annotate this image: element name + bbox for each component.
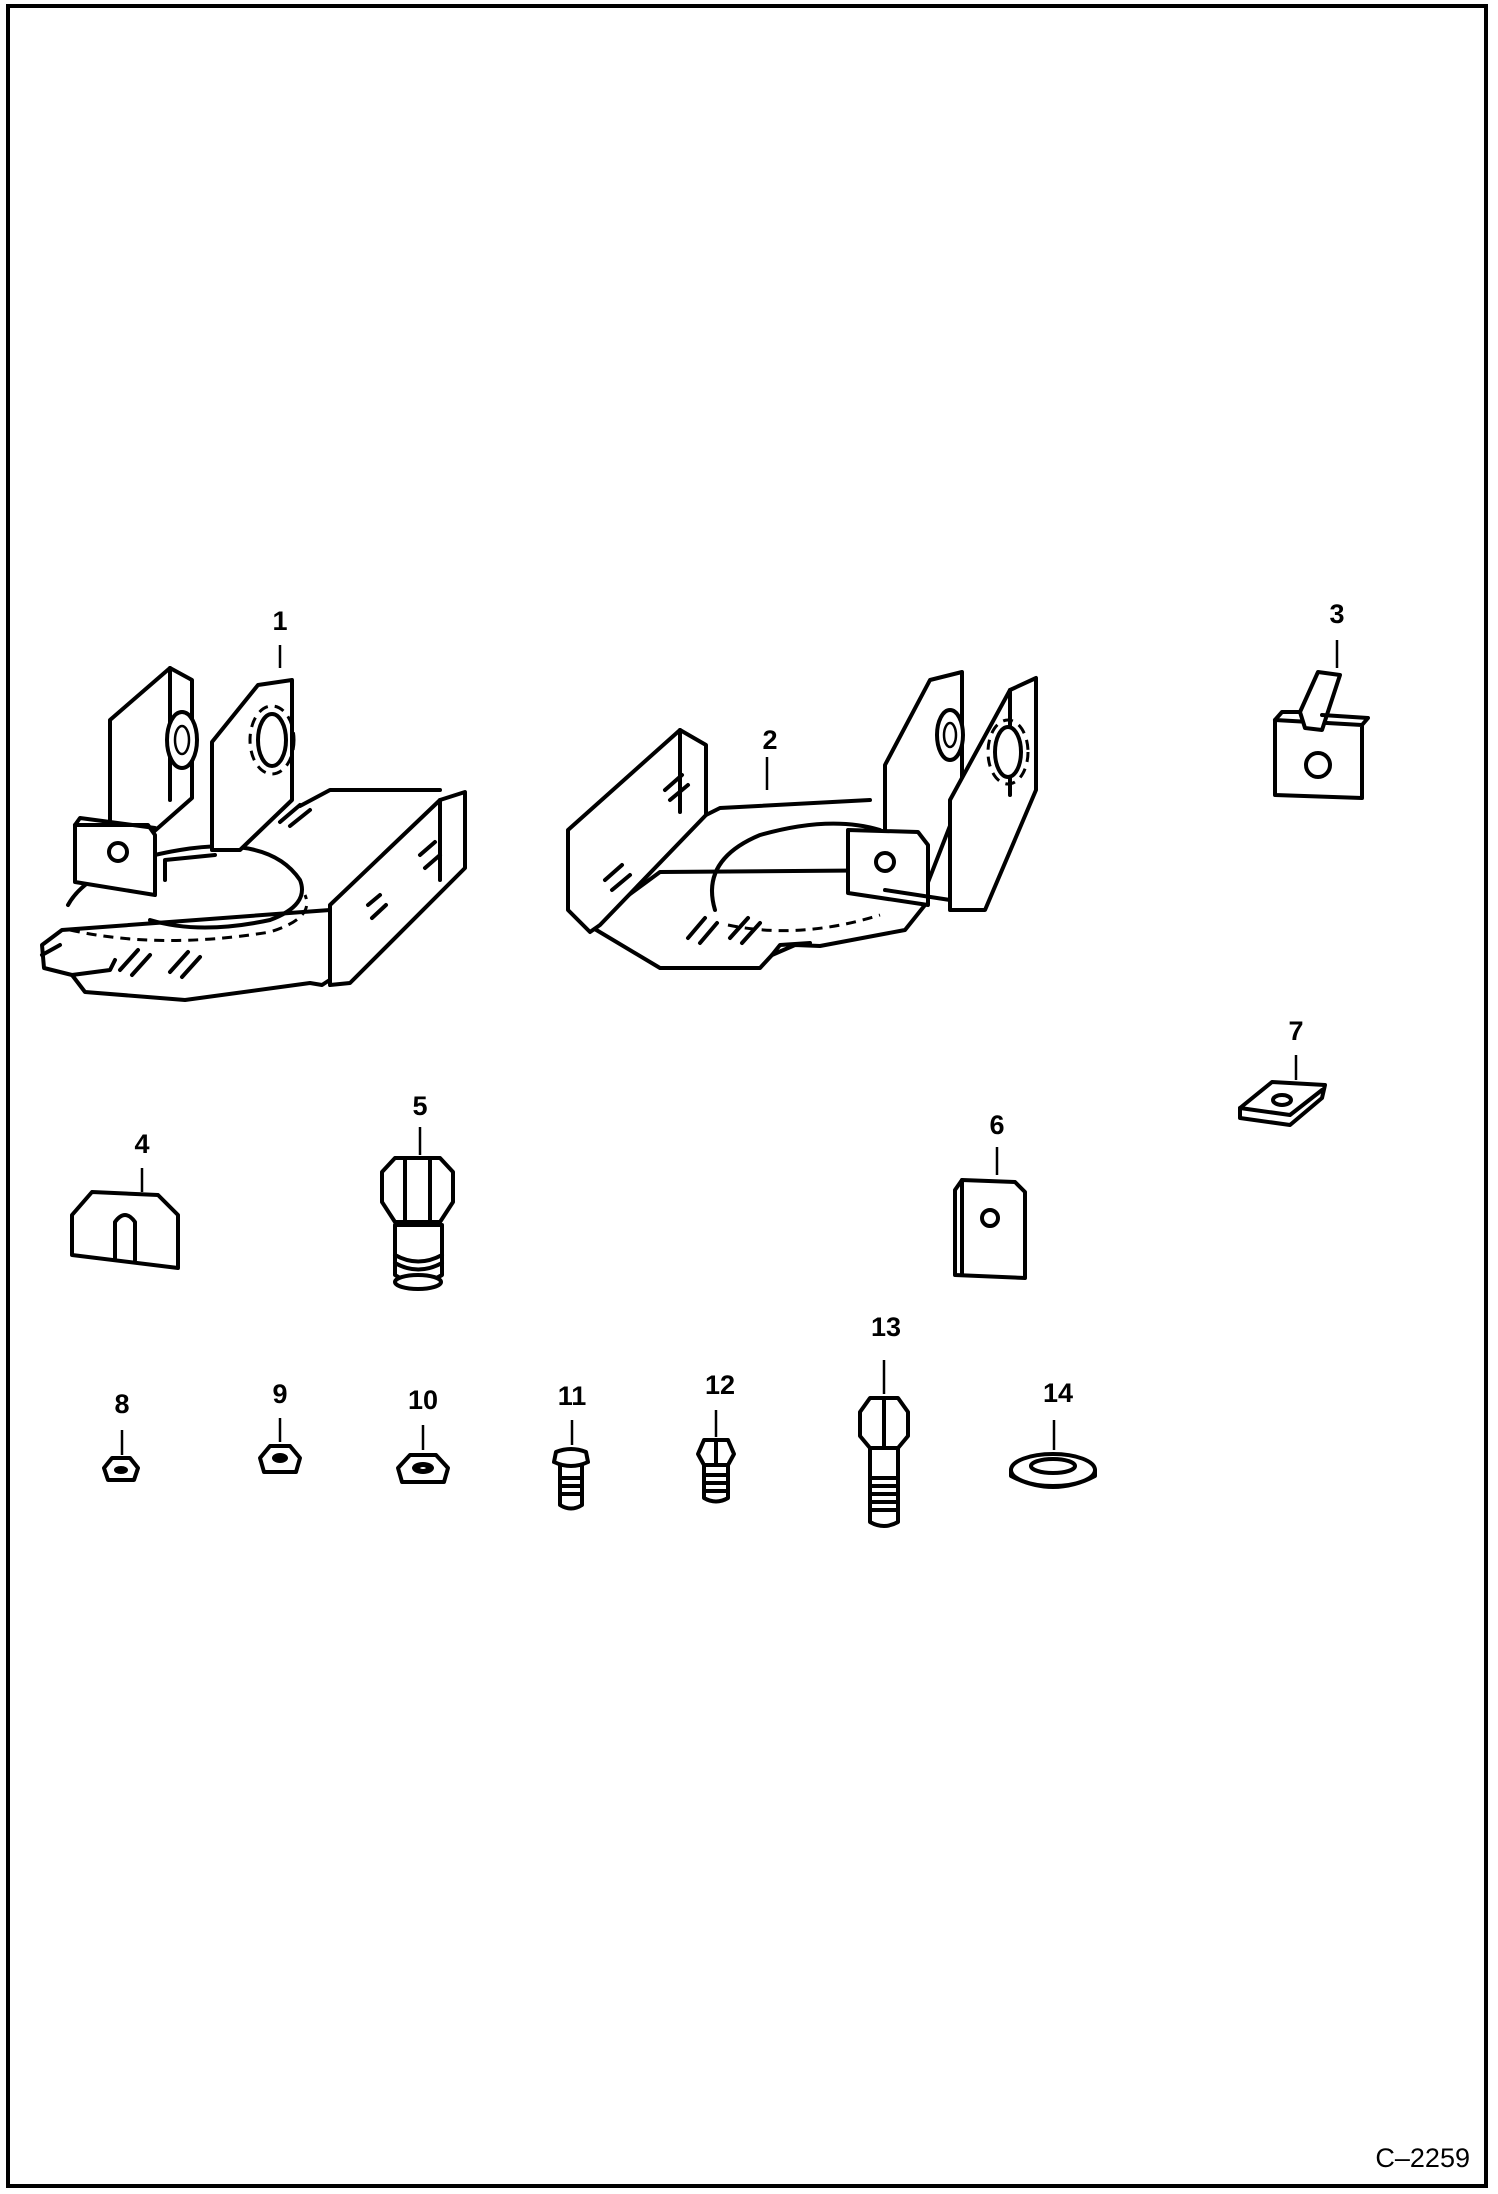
drawing-frame [6,4,1488,2188]
callout-3: 3 [1329,599,1344,629]
part-6-plate [953,1178,1027,1280]
callout-labels: 1 2 3 4 5 6 7 8 9 10 11 12 13 14 [114,599,1344,1419]
part-14-flat-washer [1009,1452,1097,1489]
part-13-long-bolt [858,1396,910,1528]
callout-1: 1 [272,606,287,636]
part-10-nut [396,1453,450,1484]
callout-13: 13 [871,1312,901,1342]
part-7-square-washer [1238,1080,1327,1127]
callout-4: 4 [134,1129,149,1159]
callout-12: 12 [705,1370,735,1400]
part-2-right-bracket [566,670,1038,970]
part-3-shim-tab [1273,670,1370,800]
part-1-left-bracket [40,666,467,1002]
leader-lines [120,640,1339,1455]
callout-11: 11 [558,1381,587,1411]
callout-6: 6 [989,1110,1004,1140]
part-4-slotted-shim [70,1190,180,1270]
figure-code: C–2259 [1375,2143,1470,2173]
callout-14: 14 [1043,1378,1073,1408]
callout-5: 5 [412,1091,427,1121]
callout-9: 9 [272,1379,287,1409]
part-11-short-bolt [552,1447,590,1511]
part-12-short-bolt [696,1438,736,1504]
part-9-nut [258,1444,302,1474]
part-8-small-nut [102,1456,140,1482]
callout-2: 2 [762,725,777,755]
callout-7: 7 [1288,1016,1303,1046]
part-5-large-bolt [380,1156,455,1291]
callout-10: 10 [408,1385,438,1415]
callout-8: 8 [114,1389,129,1419]
